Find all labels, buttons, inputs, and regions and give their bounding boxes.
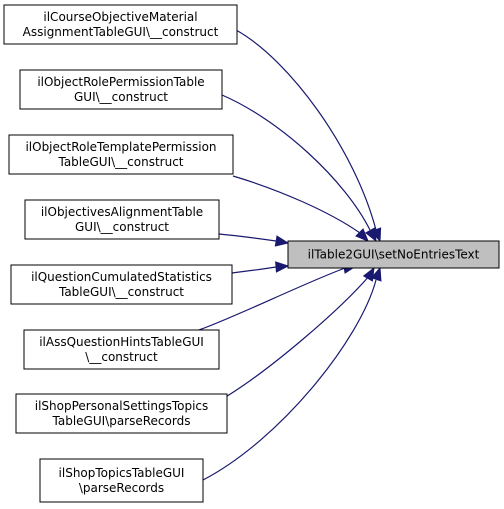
caller-node-label: AssignmentTableGUI\__construct xyxy=(23,25,219,39)
caller-node-box xyxy=(23,329,220,370)
edges xyxy=(198,29,382,481)
caller-node-label: ilQuestionCumulatedStatistics xyxy=(31,270,212,284)
caller-node-box xyxy=(39,458,204,503)
caller-node-label: TableGUI\parseRecords xyxy=(52,414,191,428)
arrowhead-icon xyxy=(364,227,377,243)
caller-node[interactable]: ilObjectivesAlignmentTableGUI\__construc… xyxy=(24,199,220,240)
caller-node-box xyxy=(24,199,220,240)
edge-arrow xyxy=(231,261,290,274)
caller-node[interactable]: ilAssQuestionHintsTableGUI\__construct xyxy=(23,329,220,370)
edge-line xyxy=(221,94,371,231)
caller-node-box xyxy=(15,393,228,434)
caller-node-label: \__construct xyxy=(85,350,158,364)
edge-line xyxy=(231,266,277,274)
edge-line xyxy=(198,267,346,331)
caller-node-label: ilAssQuestionHintsTableGUI xyxy=(39,335,204,349)
caller-node-box xyxy=(3,4,238,45)
caller-node-label: ilShopPersonalSettingsTopics xyxy=(35,399,209,413)
arrowhead-icon xyxy=(362,266,375,282)
edge-arrow xyxy=(235,29,382,243)
caller-node-box xyxy=(19,69,223,110)
arrowhead-icon xyxy=(275,261,290,273)
caller-node-label: GUI\__construct xyxy=(74,90,168,104)
caller-node-box xyxy=(10,264,233,305)
caller-node-label: TableGUI\__construct xyxy=(58,285,184,299)
edge-line xyxy=(202,279,377,481)
caller-node-label: GUI\__construct xyxy=(75,220,169,234)
edge-arrow xyxy=(232,175,369,242)
arrowhead-icon xyxy=(355,228,369,242)
caller-node[interactable]: ilCourseObjectiveMaterialAssignmentTable… xyxy=(3,4,238,45)
caller-node[interactable]: ilObjectRolePermissionTableGUI\__constru… xyxy=(19,69,223,110)
caller-node[interactable]: ilObjectRoleTemplatePermissionTableGUI\_… xyxy=(8,134,234,175)
caller-node-label: ilObjectivesAlignmentTable xyxy=(41,205,203,219)
nodes: ilCourseObjectiveMaterialAssignmentTable… xyxy=(3,4,500,503)
edge-line xyxy=(223,274,371,399)
caller-node[interactable]: ilShopPersonalSettingsTopicsTableGUI\par… xyxy=(15,393,228,434)
edge-arrow xyxy=(221,94,377,243)
edge-line xyxy=(232,175,361,234)
target-node-box xyxy=(287,240,500,269)
edge-line xyxy=(235,29,377,231)
edge-arrow xyxy=(218,233,290,247)
caller-node[interactable]: ilQuestionCumulatedStatisticsTableGUI\__… xyxy=(10,264,233,305)
caller-node-label: ilCourseObjectiveMaterial xyxy=(43,10,197,24)
caller-node-label: ilObjectRolePermissionTable xyxy=(37,75,204,89)
target-node-label: ilTable2GUI\setNoEntriesText xyxy=(308,248,480,262)
caller-node-label: ilObjectRoleTemplatePermission xyxy=(25,140,216,154)
target-node[interactable]: ilTable2GUI\setNoEntriesText xyxy=(287,240,500,269)
caller-node-label: \parseRecords xyxy=(79,481,164,495)
edge-line xyxy=(218,233,277,242)
caller-node[interactable]: ilShopTopicsTableGUI\parseRecords xyxy=(39,458,204,503)
caller-node-label: ilShopTopicsTableGUI xyxy=(59,466,185,480)
arrowhead-icon xyxy=(274,235,290,247)
edge-arrow xyxy=(202,266,382,481)
caller-node-label: TableGUI\__construct xyxy=(57,155,183,169)
arrowhead-icon xyxy=(370,266,382,282)
caller-node-box xyxy=(8,134,234,175)
